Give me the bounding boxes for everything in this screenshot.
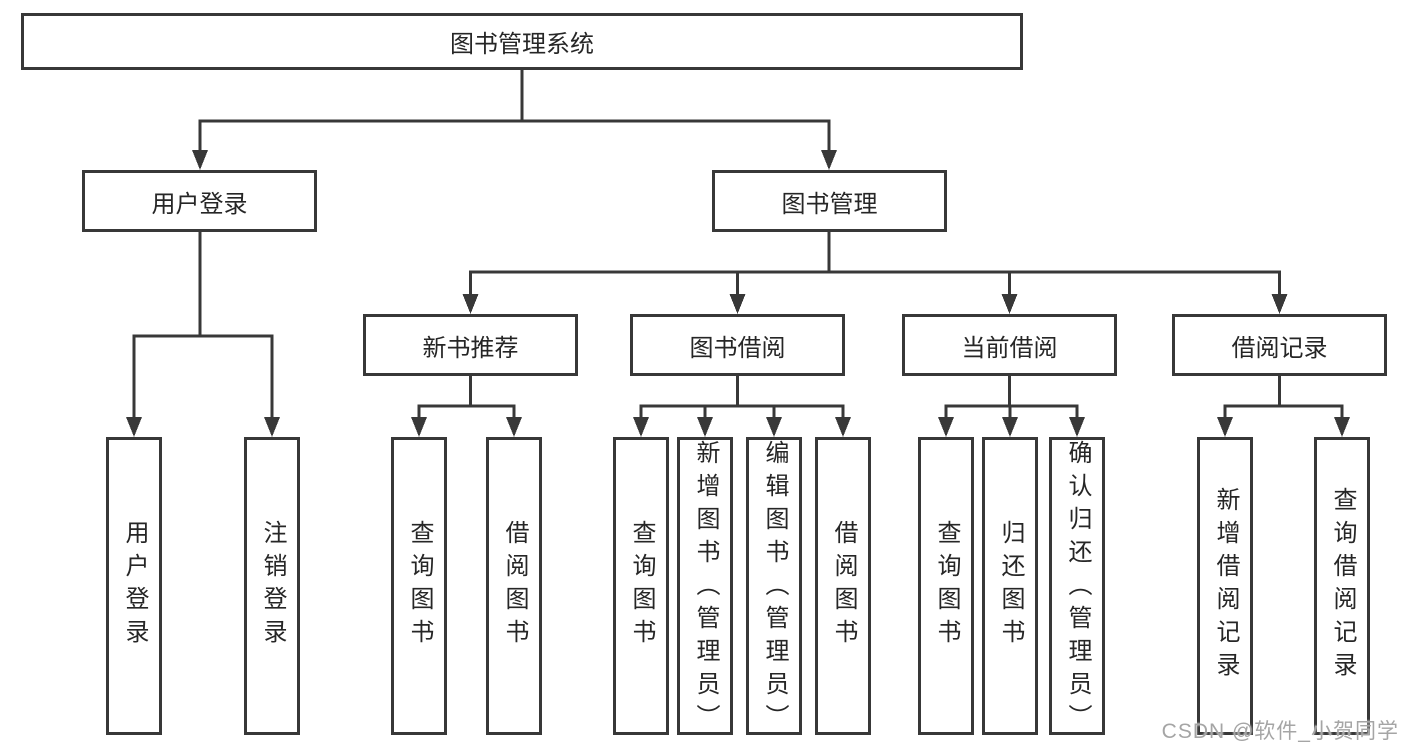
leaf-return-book: 归还图书 xyxy=(982,437,1038,735)
leaf-borrow-books-recommend: 借阅图书 xyxy=(486,437,542,735)
node-new-book-recommend: 新书推荐 xyxy=(363,314,578,376)
leaf-user-login: 用户登录 xyxy=(106,437,162,735)
arrowhead-icons xyxy=(126,150,1350,437)
leaf-add-book-admin: 新增图书（管理员） xyxy=(677,437,733,737)
leaf-logout: 注销登录 xyxy=(244,437,300,735)
leaf-edit-book-admin: 编辑图书（管理员） xyxy=(746,437,802,737)
node-root-library-system: 图书管理系统 xyxy=(21,13,1023,70)
leaf-confirm-return-admin: 确认归还（管理员） xyxy=(1049,437,1105,737)
leaf-query-books-current: 查询图书 xyxy=(918,437,974,735)
node-borrow-records: 借阅记录 xyxy=(1172,314,1387,376)
node-book-borrow: 图书借阅 xyxy=(630,314,845,376)
leaf-query-books-recommend: 查询图书 xyxy=(391,437,447,735)
leaf-add-borrow-record: 新增借阅记录 xyxy=(1197,437,1253,735)
node-user-login: 用户登录 xyxy=(82,170,317,232)
leaf-query-borrow-record: 查询借阅记录 xyxy=(1314,437,1370,735)
watermark: CSDN @软件_小贺同学 xyxy=(1161,720,1399,743)
leaf-borrow-books-borrow: 借阅图书 xyxy=(815,437,871,735)
node-book-management: 图书管理 xyxy=(712,170,947,232)
leaf-query-books-borrow: 查询图书 xyxy=(613,437,669,735)
node-current-borrow: 当前借阅 xyxy=(902,314,1117,376)
